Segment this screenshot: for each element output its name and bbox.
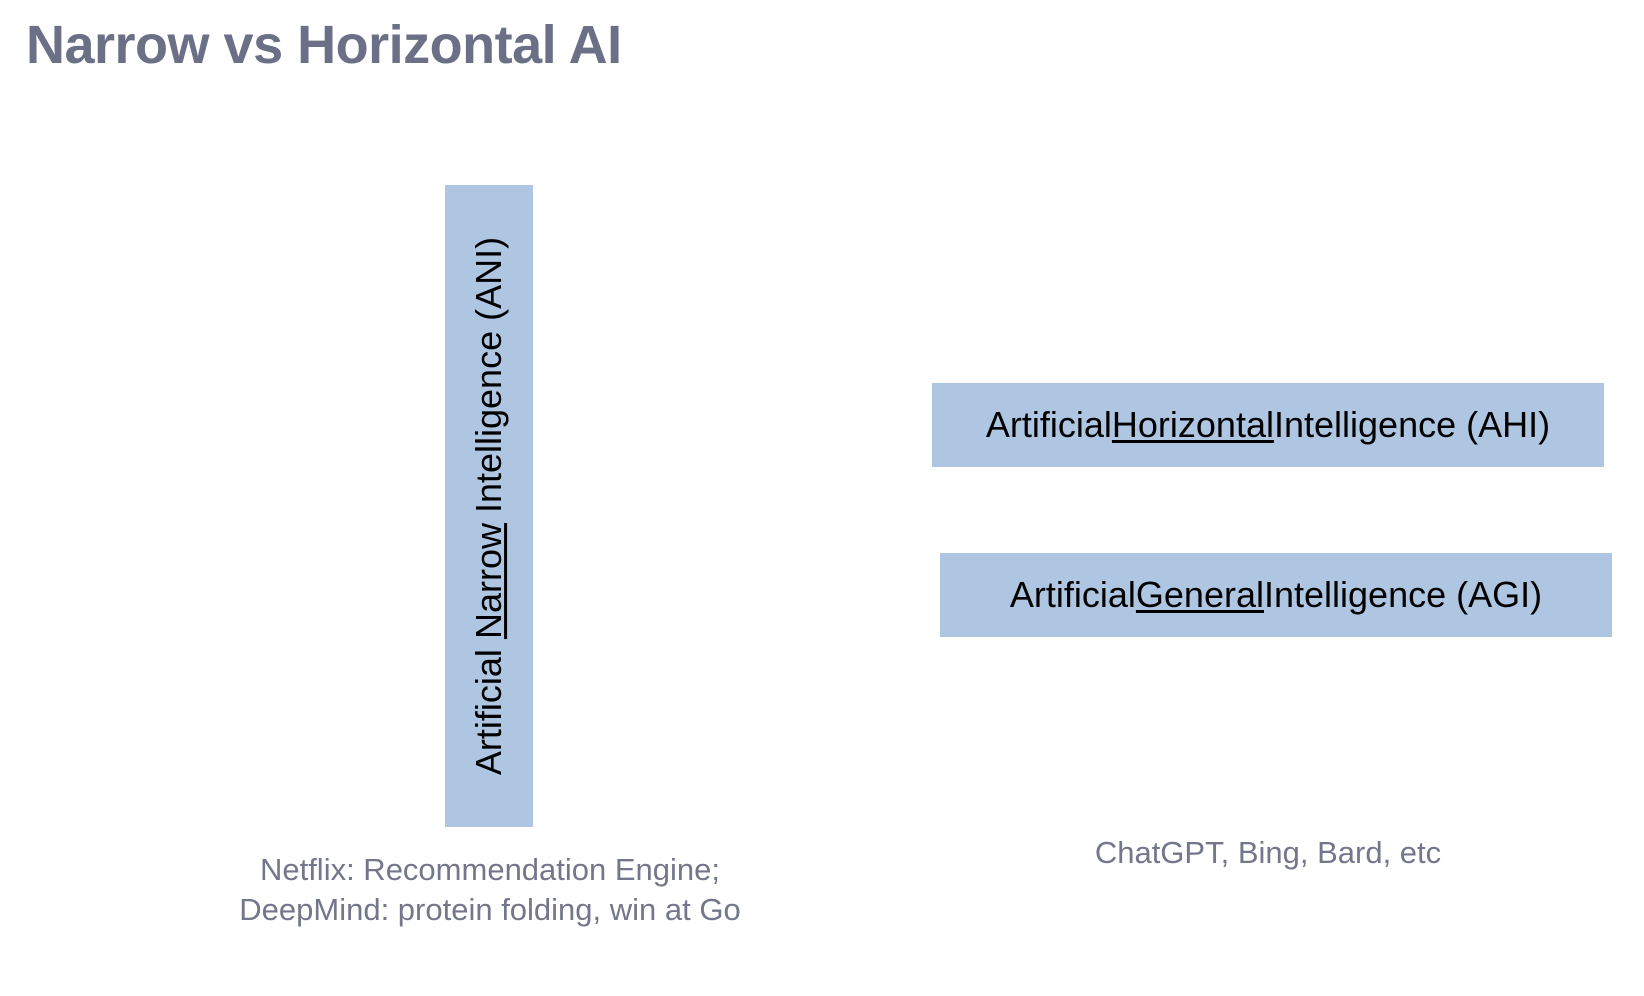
agi-label: Artificial General Intelligence (AGI) — [940, 553, 1612, 637]
ahi-label: Artificial Horizontal Intelligence (AHI) — [932, 383, 1604, 467]
agi-label-emphasis: General — [1135, 574, 1264, 615]
ani-label-prefix: Artificial — [468, 639, 510, 776]
ani-label: Artificial Narrow Intelligence (ANI) — [468, 236, 510, 776]
ahi-label-suffix: Intelligence (AHI) — [1273, 404, 1551, 445]
ahi-band[interactable]: Artificial Horizontal Intelligence (AHI) — [932, 383, 1604, 467]
ani-caption: Netflix: Recommendation Engine; DeepMind… — [239, 852, 741, 927]
ahi-label-emphasis: Horizontal — [1111, 404, 1274, 445]
agi-band[interactable]: Artificial General Intelligence (AGI) — [940, 553, 1612, 637]
agi-label-suffix: Intelligence (AGI) — [1263, 574, 1543, 615]
ahi-label-prefix: Artificial — [985, 404, 1112, 445]
page-title: Narrow vs Horizontal AI — [26, 15, 622, 75]
ani-label-emphasis: Narrow — [468, 523, 510, 640]
ani-label-suffix: Intelligence (ANI) — [468, 236, 510, 524]
agi-label-prefix: Artificial — [1009, 574, 1136, 615]
ahi-caption: ChatGPT, Bing, Bard, etc — [1094, 835, 1442, 870]
ani-label-container: Artificial Narrow Intelligence (ANI) — [445, 185, 533, 827]
ani-vertical-band[interactable]: Artificial Narrow Intelligence (ANI) — [445, 185, 533, 827]
